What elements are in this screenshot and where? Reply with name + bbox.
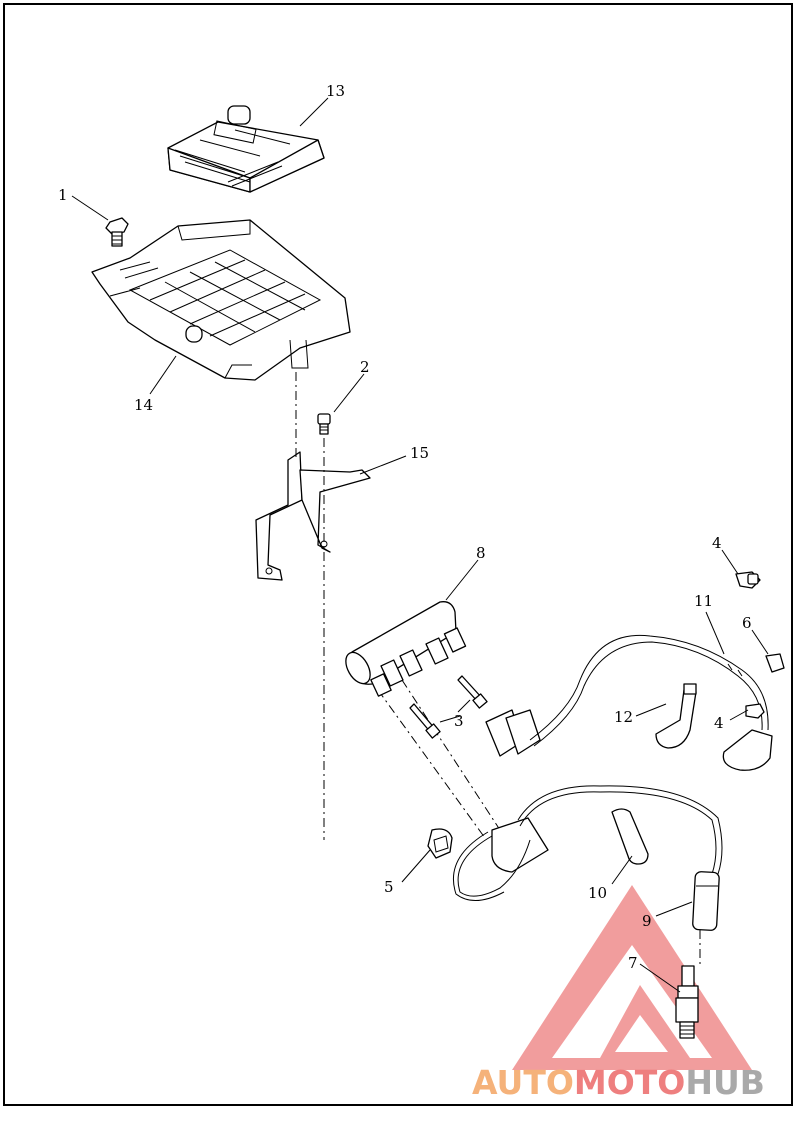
callout-15: 15	[410, 444, 429, 462]
callout-12: 12	[614, 708, 633, 726]
clamp-5	[427, 828, 453, 859]
plug-boot-12	[655, 683, 697, 749]
watermark-text: AUTOMOTOHUB	[472, 1063, 765, 1102]
watermark-part-moto: MOTO	[574, 1063, 685, 1102]
callout-11: 11	[694, 592, 713, 610]
callout-13: 13	[326, 82, 345, 100]
bolt-1	[105, 217, 129, 247]
watermark-part-auto: AUTO	[472, 1063, 574, 1102]
callout-labels: 1 2 3 4 4 5 6 7 8 9 10 11 12 13 14 15	[58, 82, 752, 972]
screw-2	[317, 413, 331, 435]
callout-5: 5	[384, 878, 394, 896]
callout-6: 6	[742, 614, 752, 632]
callout-4-upper: 4	[712, 534, 722, 552]
leader-lines	[71, 97, 769, 993]
coil-bolts	[409, 675, 488, 739]
callout-10: 10	[588, 884, 607, 902]
clip-6	[765, 653, 785, 673]
ignition-coil	[345, 601, 467, 697]
callout-3: 3	[454, 712, 464, 730]
ecu-mounting-tray	[91, 219, 351, 381]
callout-7: 7	[628, 954, 638, 972]
plug-boot-9	[692, 871, 720, 931]
callout-8: 8	[476, 544, 486, 562]
coil-bracket	[255, 451, 371, 581]
watermark-part-hub: HUB	[685, 1063, 765, 1102]
callout-14: 14	[134, 396, 153, 414]
diagram-frame	[3, 3, 793, 1106]
spark-plug	[675, 965, 699, 1039]
callout-2: 2	[360, 358, 370, 376]
clip-4-lower	[745, 703, 765, 719]
callout-9: 9	[642, 912, 652, 930]
spark-plug-wire-11	[485, 634, 773, 771]
clip-4-upper	[735, 571, 761, 589]
callout-1: 1	[58, 186, 68, 204]
spark-plug-wire-10	[452, 785, 723, 901]
callout-4-lower: 4	[714, 714, 724, 732]
ecu-module	[167, 105, 325, 193]
alignment-lines	[295, 372, 701, 965]
